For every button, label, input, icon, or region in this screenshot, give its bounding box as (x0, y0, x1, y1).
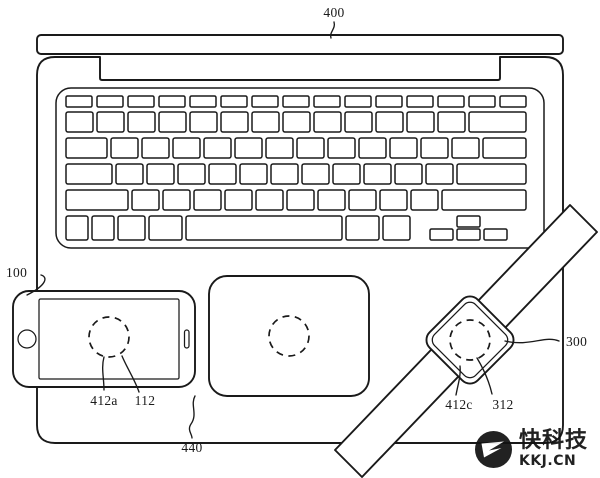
leader-lines (26, 21, 560, 439)
numeral-400: 400 (323, 5, 344, 20)
leader-440 (188, 395, 196, 439)
watermark-text: 快科技 KKJ.CN (518, 428, 588, 469)
swoosh-glyph (481, 441, 504, 457)
charging-coil-indicator-phone (88, 316, 130, 358)
reference-numerals: 400 100 412a 112 440 300 412c 312 (6, 5, 587, 455)
kkj-logo-icon (474, 430, 512, 468)
keyboard-row-qwerty[interactable] (65, 137, 527, 159)
numeral-440: 440 (181, 440, 202, 455)
watermark-brand: 快科技 (518, 428, 588, 453)
smartphone[interactable] (12, 290, 196, 388)
charging-coil-indicator-watch (449, 319, 491, 361)
keyboard-row-home[interactable] (65, 163, 527, 185)
smartwatch[interactable] (334, 204, 598, 478)
laptop-keyboard[interactable] (55, 87, 545, 249)
arrow-right-key (483, 228, 508, 241)
space-bar (185, 215, 343, 241)
watch-case[interactable] (422, 292, 518, 388)
numeral-300: 300 (566, 334, 587, 349)
leader-412a (102, 356, 105, 391)
leader-112 (121, 355, 140, 393)
watermark: 快科技 KKJ.CN (474, 428, 588, 469)
leader-312 (476, 357, 493, 395)
keyboard-row-function[interactable] (65, 95, 527, 108)
keyboard-row-shift[interactable] (65, 189, 527, 211)
leader-300 (504, 338, 560, 344)
watermark-domain: KKJ.CN (518, 453, 577, 469)
arrow-down-key (456, 228, 481, 241)
keyboard-row-numbers[interactable] (65, 111, 527, 133)
keyboard-row-space[interactable] (65, 215, 508, 241)
speaker-slot (183, 329, 190, 349)
arrow-up-key (456, 215, 481, 228)
numeral-412a: 412a (90, 393, 117, 408)
numeral-112: 112 (135, 393, 156, 408)
leader-412c (455, 365, 461, 396)
home-button (17, 329, 37, 349)
leader-400 (329, 21, 336, 39)
numeral-412c: 412c (445, 397, 472, 412)
numeral-312: 312 (492, 397, 513, 412)
laptop-trackpad[interactable] (208, 275, 370, 397)
leader-100 (26, 274, 46, 296)
arrow-left-key (429, 228, 454, 241)
charging-coil-indicator-trackpad (268, 315, 310, 357)
laptop-lid (36, 34, 564, 55)
numeral-100: 100 (6, 265, 27, 280)
